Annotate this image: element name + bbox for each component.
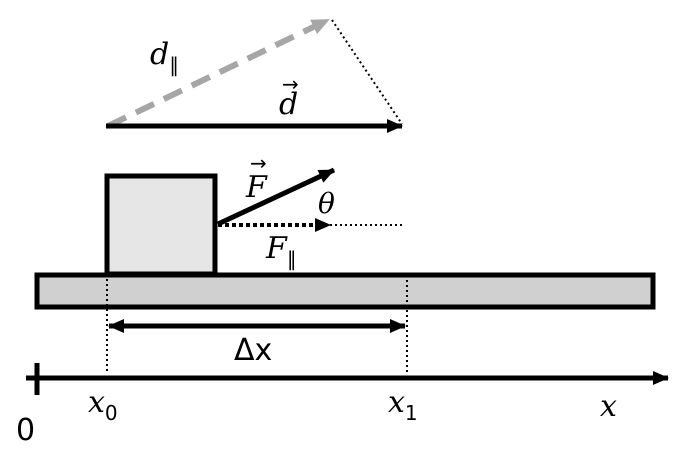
block (104, 173, 218, 277)
origin-label: 0 (16, 413, 35, 448)
d-vector-arrow-accent: → (282, 72, 299, 96)
d-parallel-label: d∥ (150, 37, 179, 77)
surface (34, 272, 656, 310)
d-parallel-arrow (106, 17, 330, 129)
F-vector-arrow (216, 167, 336, 227)
x1-label: x1 (388, 385, 418, 425)
d-vector-label: d (279, 87, 298, 122)
x0-label: x0 (88, 385, 118, 425)
F-vector-arrow-accent: → (250, 151, 267, 175)
x-axis-label: x (600, 389, 617, 424)
delta-x-label: Δx (234, 333, 272, 368)
F-parallel-label: F∥ (265, 231, 297, 271)
F-vector-label: F (245, 170, 268, 205)
theta-label: θ (318, 187, 335, 220)
d-projection-dotted-line (331, 19, 403, 125)
